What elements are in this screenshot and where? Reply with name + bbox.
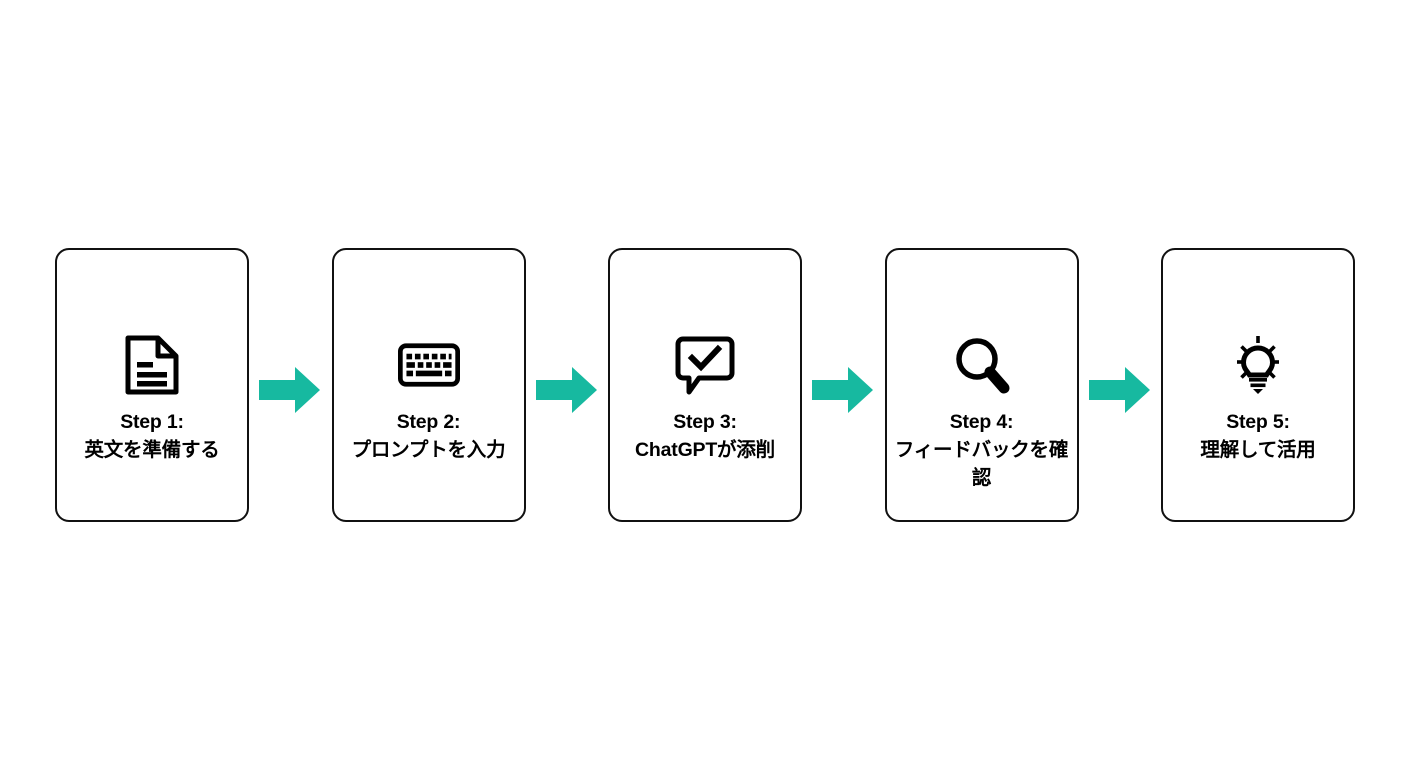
keyboard-icon [397,334,460,396]
step-card-1[interactable]: Step 1: 英文を準備する [55,248,249,522]
speech-bubble-check-icon [674,334,736,396]
step-card-2[interactable]: Step 2: プロンプトを入力 [331,248,526,522]
step-label-2: Step 2: プロンプトを入力 [341,408,517,464]
document-icon [121,334,183,396]
step-description-3: ChatGPTが添削 [635,439,775,461]
connector-4 [1081,248,1159,522]
arrow-right-icon [812,366,874,414]
connector-3 [804,248,882,522]
connector-2 [528,248,606,522]
step-card-4[interactable]: Step 4: フィードバックを確認 [884,248,1079,522]
arrow-right-icon [535,366,598,414]
step-title-5: Step 5: [1226,411,1290,433]
step-title-4: Step 4: [949,411,1014,433]
arrow-right-icon [259,366,321,414]
step-description-1: 英文を準備する [84,439,220,461]
connector-1 [251,248,329,522]
process-flow: Step 1: 英文を準備する [55,248,1355,524]
step-label-3: Step 3: ChatGPTが添削 [617,408,793,464]
step-title-3: Step 3: [673,411,737,433]
step-card-3[interactable]: Step 3: ChatGPTが添削 [608,248,802,522]
step-description-5: 理解して活用 [1200,439,1316,461]
step-card-5[interactable]: Step 5: 理解して活用 [1161,248,1355,522]
arrow-right-icon [1088,366,1151,414]
step-title-2: Step 2: [396,411,461,433]
step-description-4: フィードバックを確認 [894,439,1069,489]
step-title-1: Step 1: [120,411,184,433]
step-label-1: Step 1: 英文を準備する [64,408,240,464]
step-label-4: Step 4: フィードバックを確認 [894,408,1070,492]
lightbulb-icon [1227,334,1289,396]
step-label-5: Step 5: 理解して活用 [1170,408,1346,464]
magnifier-icon [951,334,1013,396]
step-description-2: プロンプトを入力 [351,439,506,461]
